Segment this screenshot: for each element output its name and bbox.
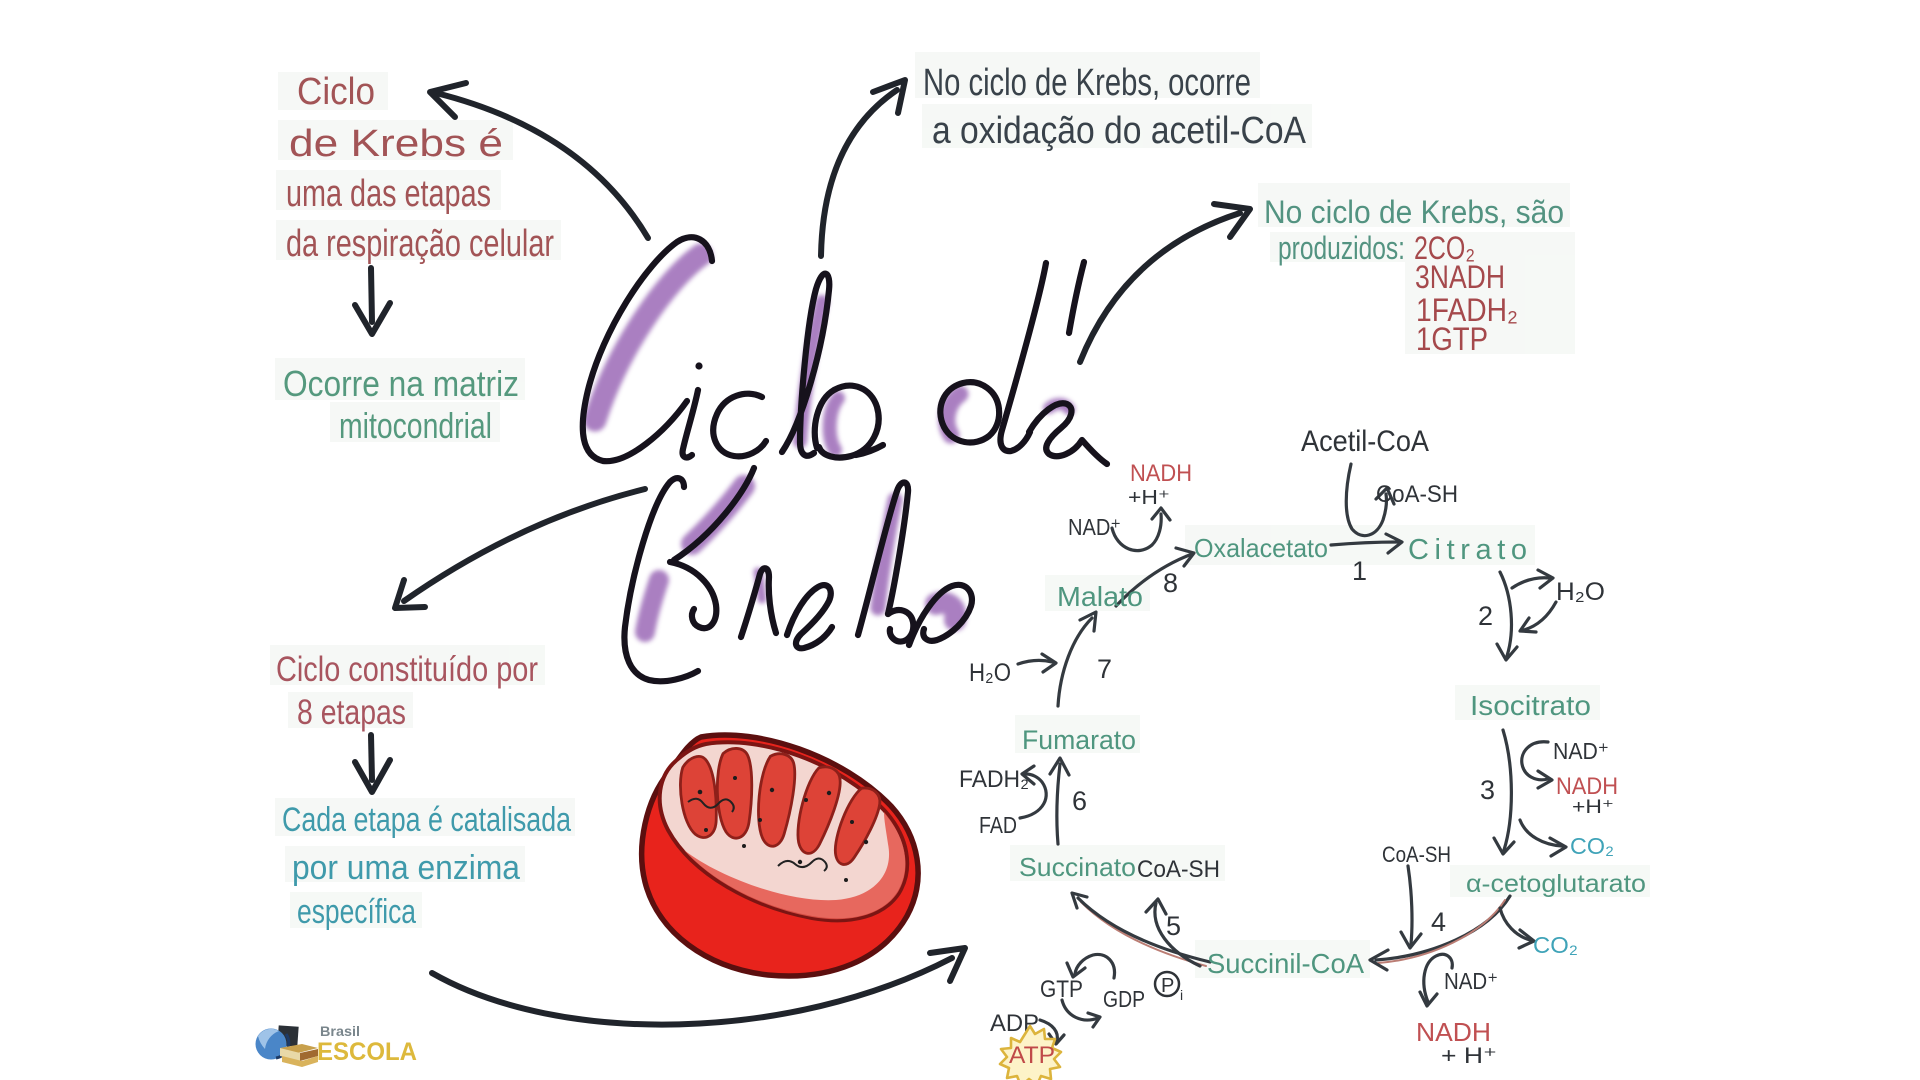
- svg-text:NAD⁺: NAD⁺: [1444, 968, 1498, 994]
- svg-text:4: 4: [1431, 907, 1446, 937]
- svg-text:da respiração celular: da respiração celular: [286, 223, 554, 265]
- svg-text:específica: específica: [297, 893, 416, 931]
- svg-text:Succinil-CoA: Succinil-CoA: [1207, 948, 1364, 979]
- svg-text:1FADH₂: 1FADH₂: [1416, 292, 1518, 328]
- svg-text:8: 8: [1163, 568, 1178, 598]
- svg-text:Acetil-CoA: Acetil-CoA: [1301, 425, 1429, 458]
- svg-text:P: P: [1161, 975, 1174, 997]
- svg-text:NADH: NADH: [1130, 460, 1192, 487]
- svg-text:GDP: GDP: [1103, 986, 1145, 1012]
- svg-text:Ciclo: Ciclo: [297, 71, 375, 113]
- svg-text:FADH₂: FADH₂: [959, 766, 1029, 793]
- svg-text:2CO₂: 2CO₂: [1414, 230, 1475, 266]
- svg-text:NADH: NADH: [1556, 773, 1618, 800]
- svg-text:1GTP: 1GTP: [1416, 321, 1488, 357]
- svg-text:FAD: FAD: [979, 812, 1017, 838]
- svg-text:mitocondrial: mitocondrial: [339, 405, 492, 446]
- svg-text:H₂O: H₂O: [1556, 578, 1605, 606]
- svg-text:Brasil: Brasil: [320, 1023, 360, 1039]
- svg-text:produzidos:: produzidos:: [1278, 230, 1405, 266]
- svg-text:No ciclo de Krebs, ocorre: No ciclo de Krebs, ocorre: [923, 62, 1251, 104]
- svg-text:Fumarato: Fumarato: [1022, 725, 1136, 755]
- svg-text:por uma enzima: por uma enzima: [292, 849, 520, 887]
- svg-text:NAD⁺: NAD⁺: [1553, 738, 1609, 764]
- svg-text:Cada etapa é catalisada: Cada etapa é catalisada: [282, 801, 571, 839]
- svg-text:2: 2: [1478, 601, 1493, 631]
- svg-text:CO₂: CO₂: [1533, 932, 1578, 958]
- svg-text:i: i: [1180, 987, 1183, 1003]
- svg-text:3NADH: 3NADH: [1415, 259, 1505, 295]
- svg-text:CoA-SH: CoA-SH: [1137, 856, 1220, 883]
- svg-text:+H⁺: +H⁺: [1572, 797, 1614, 818]
- svg-text:Ocorre na matriz: Ocorre na matriz: [283, 363, 519, 404]
- svg-text:NAD⁺: NAD⁺: [1068, 514, 1121, 540]
- svg-text:6: 6: [1072, 786, 1087, 816]
- svg-text:5: 5: [1166, 911, 1181, 941]
- svg-text:Isocitrato: Isocitrato: [1470, 690, 1591, 721]
- svg-text:NADH: NADH: [1416, 1017, 1491, 1047]
- svg-text:CO₂: CO₂: [1570, 833, 1614, 859]
- svg-text:Succinato: Succinato: [1019, 852, 1136, 882]
- svg-text:Malato: Malato: [1057, 581, 1143, 612]
- svg-text:7: 7: [1097, 654, 1112, 684]
- svg-text:uma das etapas: uma das etapas: [286, 173, 491, 215]
- svg-text:+ H⁺: + H⁺: [1441, 1043, 1497, 1068]
- svg-text:Ciclo constituído por: Ciclo constituído por: [276, 650, 538, 689]
- svg-text:de Krebs é: de Krebs é: [289, 123, 503, 165]
- svg-text:+H⁺: +H⁺: [1128, 487, 1170, 509]
- svg-text:CoA-SH: CoA-SH: [1376, 481, 1458, 508]
- svg-text:ESCOLA: ESCOLA: [317, 1038, 417, 1066]
- svg-text:ATP: ATP: [1009, 1042, 1055, 1069]
- svg-text:CoA-SH: CoA-SH: [1382, 842, 1451, 867]
- svg-text:α-cetoglutarato: α-cetoglutarato: [1466, 870, 1646, 898]
- svg-text:a oxidação do acetil-CoA: a oxidação do acetil-CoA: [932, 110, 1307, 152]
- svg-text:8 etapas: 8 etapas: [297, 693, 406, 732]
- svg-text:1: 1: [1352, 556, 1367, 586]
- svg-text:GTP: GTP: [1040, 976, 1083, 1003]
- svg-text:Oxalacetato: Oxalacetato: [1194, 533, 1328, 563]
- svg-text:No ciclo de Krebs, são: No ciclo de Krebs, são: [1264, 194, 1564, 230]
- svg-text:H₂O: H₂O: [969, 659, 1011, 687]
- svg-text:3: 3: [1480, 775, 1495, 805]
